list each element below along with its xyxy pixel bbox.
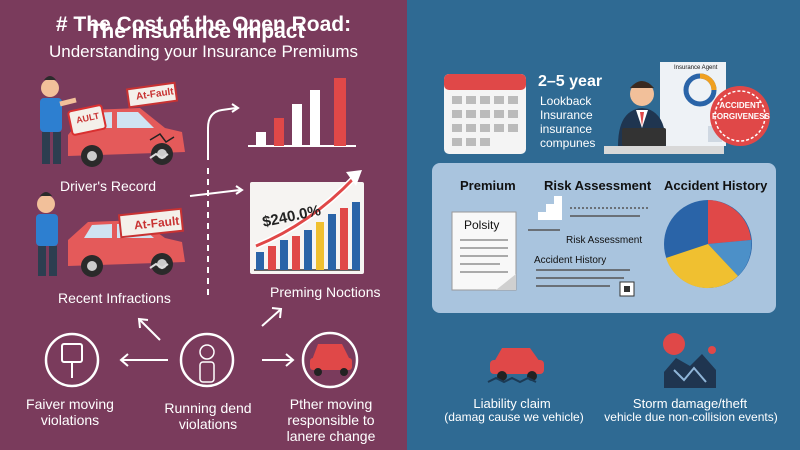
bar-chart-2-icon [250, 170, 364, 274]
faiver-moving-violations-label: Faiver moving violations [26, 396, 114, 428]
panel-risk-small: Risk Assessment [566, 235, 643, 246]
policy-document-icon [451, 211, 517, 291]
at-fault-ticket-2-icon [117, 207, 185, 239]
steps-icon [538, 196, 562, 220]
accident-forgiveness-badge-icon [710, 86, 770, 146]
crashed-car-icon [301, 331, 359, 389]
crashed-car-liability-icon [487, 348, 544, 384]
storm-damage-icon [663, 333, 716, 388]
insurance-agent-label: Insurance Agent [674, 65, 718, 71]
storm-damage-title: Storm damage/theft [632, 396, 748, 411]
at-fault-ticket-1-icon [125, 81, 179, 109]
assessment-lines-icon [528, 207, 650, 287]
parking-sign-icon [44, 332, 100, 388]
liability-claim-title: Liability claim [473, 396, 551, 411]
calendar-icon [444, 74, 526, 154]
pther-moving-label: Pther moving responsible to lanere chang… [286, 396, 376, 444]
storm-damage-sub: vehicle due non-collision events) [604, 410, 778, 424]
accident-forgiveness-badge: ACCIDENT FORGIVENESS [712, 101, 770, 121]
preming-noctions-label: Preming Noctions [270, 284, 381, 300]
panel-accident-heading: Accident History [664, 178, 768, 193]
policy-doc-title: Polsity [464, 218, 500, 232]
panel-accident-small: Accident History [534, 255, 607, 266]
insurance-agent-icon [604, 62, 726, 154]
lookback-text: Lookback Insurance insurance compunes [540, 94, 596, 150]
page-subtitle: Understanding your Insurance Premiums [49, 42, 358, 61]
page-title: # The Cost of the Open Road: [55, 13, 352, 36]
running-dend-violations-label: Running dend violations [164, 400, 252, 432]
lookback-years: 2–5 year [538, 73, 603, 90]
flow-arrows-icon [119, 103, 295, 367]
notebook-icon [619, 281, 635, 297]
liability-claim-sub: (damag cause we vehicle) [444, 410, 584, 424]
recent-infractions-label: Recent Infractions [58, 290, 171, 306]
insurance-impact-title: The Insurance Impact [88, 20, 305, 43]
panel-risk-heading: Risk Assessment [544, 178, 652, 193]
accident-history-pie-icon [664, 200, 752, 289]
panel-premium-heading: Premium [460, 178, 516, 193]
drivers-record-label: Driver's Record [60, 178, 157, 194]
bar-chart-1-icon [248, 78, 356, 147]
traffic-light-icon [179, 332, 235, 388]
person-2-icon [36, 192, 58, 276]
fault-tag-icon [67, 104, 107, 136]
person-1-icon [40, 76, 77, 164]
